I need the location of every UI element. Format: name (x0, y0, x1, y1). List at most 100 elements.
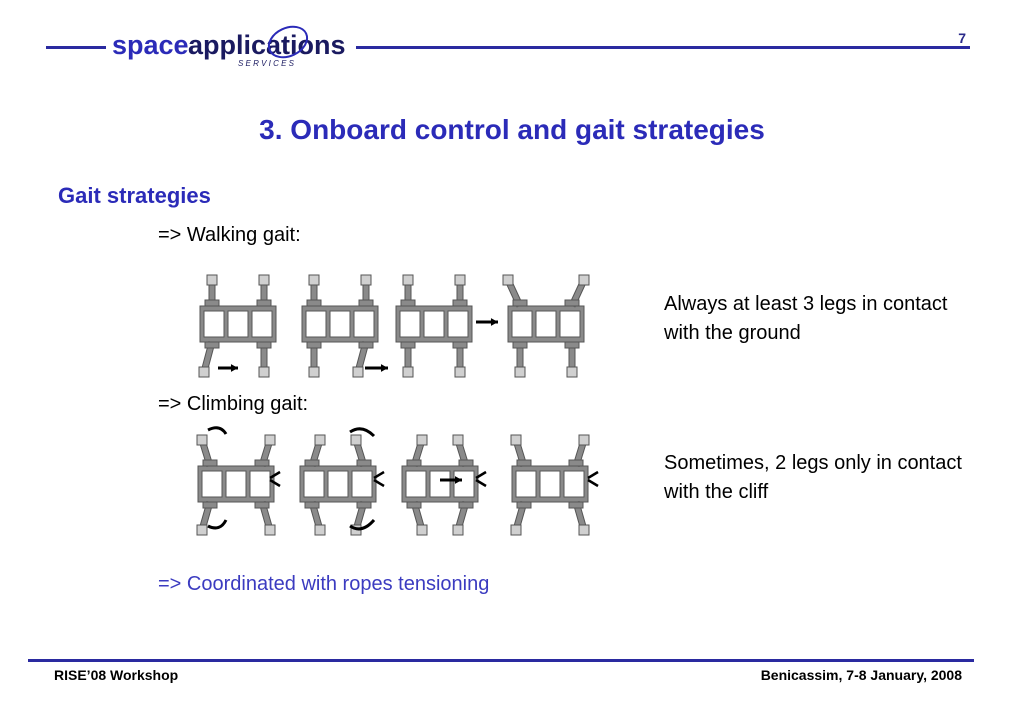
robot-hip (564, 341, 580, 349)
robot-hip (306, 299, 322, 307)
logo-text-accent: applications (188, 30, 346, 60)
climbing-mark (373, 478, 385, 488)
robot-hip (512, 341, 528, 349)
robot-foot (264, 524, 276, 536)
climbing-mark (475, 470, 487, 480)
robot-foot (196, 434, 208, 446)
robot-foot (454, 366, 466, 378)
robot-hip (306, 341, 322, 349)
robot-cell (515, 470, 537, 498)
robot-cell (327, 470, 349, 498)
robot-foot (510, 524, 522, 536)
robot-hip (512, 299, 528, 307)
logo-orbit-icon (267, 25, 309, 59)
robot-cell (563, 470, 585, 498)
robot-foot (196, 524, 208, 536)
walking-robot-2 (301, 274, 379, 378)
climbing-gait-diagram (196, 426, 599, 536)
robot-hip (202, 459, 218, 467)
robot-hip (254, 501, 270, 509)
robot-foot (402, 274, 414, 286)
robot-cell (453, 470, 475, 498)
robot-foot (452, 434, 464, 446)
climbing-mark (269, 478, 281, 488)
climbing-robot-4 (510, 434, 590, 536)
robot-foot (206, 274, 218, 286)
robot-foot (258, 274, 270, 286)
robot-foot (402, 366, 414, 378)
robot-cell (535, 310, 557, 338)
page-number: 7 (958, 30, 966, 46)
robot-hip (400, 341, 416, 349)
robot-hip (358, 341, 374, 349)
robot-cell (353, 310, 375, 338)
walking-arrow-1-head (230, 364, 238, 372)
robot-hip (458, 459, 474, 467)
climbing-curve-2 (207, 519, 228, 530)
robot-cell (249, 470, 271, 498)
robot-hip (516, 501, 532, 509)
robot-foot (314, 434, 326, 446)
section-heading: Gait strategies (58, 183, 211, 208)
robot-foot (452, 524, 464, 536)
robot-cell (539, 470, 561, 498)
robot-hip (400, 299, 416, 307)
walking-robot-1 (198, 274, 277, 378)
climbing-mark (475, 478, 487, 488)
robot-hip (254, 459, 270, 467)
robot-hip (204, 341, 220, 349)
robot-hip (256, 341, 272, 349)
robot-hip (304, 459, 320, 467)
climbing-robot-1 (196, 434, 276, 536)
footer-left: RISE’08 Workshop (54, 667, 179, 683)
robot-hip (568, 501, 584, 509)
walking-gait-note: Always at least 3 legs in contact with t… (664, 293, 948, 344)
climbing-mark (373, 470, 385, 480)
robot-hip (202, 501, 218, 509)
climbing-robot-2 (299, 434, 377, 536)
robot-hip (406, 459, 422, 467)
robot-foot (416, 524, 428, 536)
robot-foot (454, 274, 466, 286)
robot-cell (511, 310, 533, 338)
climbing-robot-3 (401, 434, 479, 536)
robot-cell (329, 310, 351, 338)
header-rule-left (46, 46, 106, 49)
walking-robot-4 (502, 274, 590, 378)
climbing-curve-3 (349, 427, 376, 438)
footer-right: Benicassim, 7-8 January, 2008 (760, 667, 962, 683)
robot-cell (225, 470, 247, 498)
space-applications-logo: space applications S E R V I C E S (112, 25, 346, 68)
climbing-mark (587, 478, 599, 488)
walking-arrow-3-head (490, 318, 498, 326)
robot-foot (510, 434, 522, 446)
walking-gait-label: => Walking gait: (158, 224, 301, 246)
robot-hip (406, 501, 422, 509)
robot-hip (304, 501, 320, 509)
robot-cell (201, 470, 223, 498)
climbing-mark (269, 470, 281, 480)
robot-cell (559, 310, 581, 338)
logo-tagline: S E R V I C E S (238, 59, 295, 68)
robot-foot (198, 366, 210, 378)
climbing-arrow-head (454, 476, 462, 484)
robot-foot (514, 366, 526, 378)
robot-foot (264, 434, 276, 446)
robot-hip (516, 459, 532, 467)
robot-cell (405, 470, 427, 498)
robot-foot (502, 274, 514, 286)
walking-gait-diagram (198, 274, 590, 378)
coordinated-label: => Coordinated with ropes tensioning (158, 573, 490, 595)
climbing-mark (587, 470, 599, 480)
robot-hip (356, 459, 372, 467)
robot-hip (458, 501, 474, 509)
robot-foot (350, 434, 362, 446)
robot-foot (578, 274, 590, 286)
robot-foot (258, 366, 270, 378)
climbing-curve-1 (207, 426, 228, 435)
robot-foot (578, 434, 590, 446)
logo-text-main: space (112, 30, 189, 60)
robot-cell (305, 310, 327, 338)
robot-cell (447, 310, 469, 338)
walking-arrow-2-head (380, 364, 388, 372)
